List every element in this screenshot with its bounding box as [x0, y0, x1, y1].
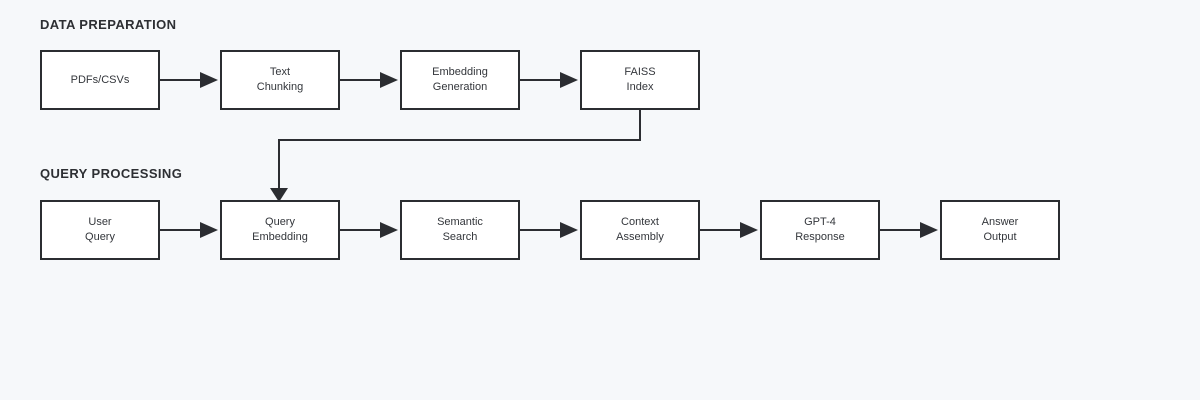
node-text-chunking[interactable]: Text Chunking — [220, 50, 340, 110]
edge-embedding-to-faiss — [520, 72, 578, 88]
edge-userquery-to-queryembedding — [160, 222, 218, 238]
node-context-assembly[interactable]: Context Assembly — [580, 200, 700, 260]
node-user-query[interactable]: User Query — [40, 200, 160, 260]
section-title-query-processing: QUERY PROCESSING — [40, 166, 183, 181]
node-pdfs-csvs[interactable]: PDFs/CSVs — [40, 50, 160, 110]
section-title-data-preparation: DATA PREPARATION — [40, 17, 177, 32]
node-answer-output[interactable]: Answer Output — [940, 200, 1060, 260]
edge-gpt4-to-answer — [880, 222, 938, 238]
edge-pdfs-to-chunking — [160, 72, 218, 88]
edge-context-to-gpt4 — [700, 222, 758, 238]
node-semantic-search[interactable]: Semantic Search — [400, 200, 520, 260]
node-gpt4-response[interactable]: GPT-4 Response — [760, 200, 880, 260]
edge-chunking-to-embedding — [340, 72, 398, 88]
edge-queryembedding-to-semantic — [340, 222, 398, 238]
edge-semantic-to-context — [520, 222, 578, 238]
edge-faiss-to-query-embedding — [270, 110, 641, 202]
node-embedding-generation[interactable]: Embedding Generation — [400, 50, 520, 110]
node-faiss-index[interactable]: FAISS Index — [580, 50, 700, 110]
node-query-embedding[interactable]: Query Embedding — [220, 200, 340, 260]
